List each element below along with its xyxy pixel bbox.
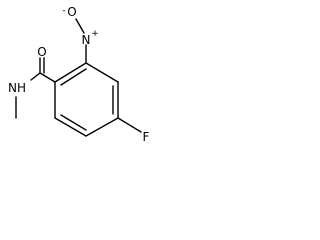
fluorine-label: F [143, 130, 150, 144]
molecule-structure: N + O - O NH F [8, 5, 150, 144]
fluorine-substituent: F [117, 117, 150, 144]
nitro-group: N + O - [62, 5, 99, 64]
ring-double-bond-inner-3 [60, 114, 87, 131]
bond-nitro-n-to-o-minus [75, 18, 85, 34]
nitro-o-label: O [67, 5, 76, 19]
nitro-o-minus-charge: - [62, 6, 65, 16]
ring-bond-c2-c3 [85, 62, 119, 83]
nitro-n-label: N [82, 33, 91, 47]
amide-nh-label: NH [8, 81, 26, 95]
bond-ring-to-carbonyl-c [39, 72, 56, 83]
ring-bond-c3-c4 [54, 62, 87, 83]
benzene-ring [54, 62, 119, 137]
amide-group: O NH [8, 45, 56, 119]
carbonyl-o-label: O [37, 45, 46, 59]
ring-bond-c6-c1 [85, 117, 119, 137]
nitro-n-plus-charge: + [91, 29, 99, 39]
ring-bond-c5-c6 [54, 117, 87, 137]
ring-double-bond-inner-2 [60, 68, 87, 86]
bond-carbonyl-c-to-nh [30, 72, 41, 81]
bond-ring-to-fluorine [117, 117, 142, 133]
